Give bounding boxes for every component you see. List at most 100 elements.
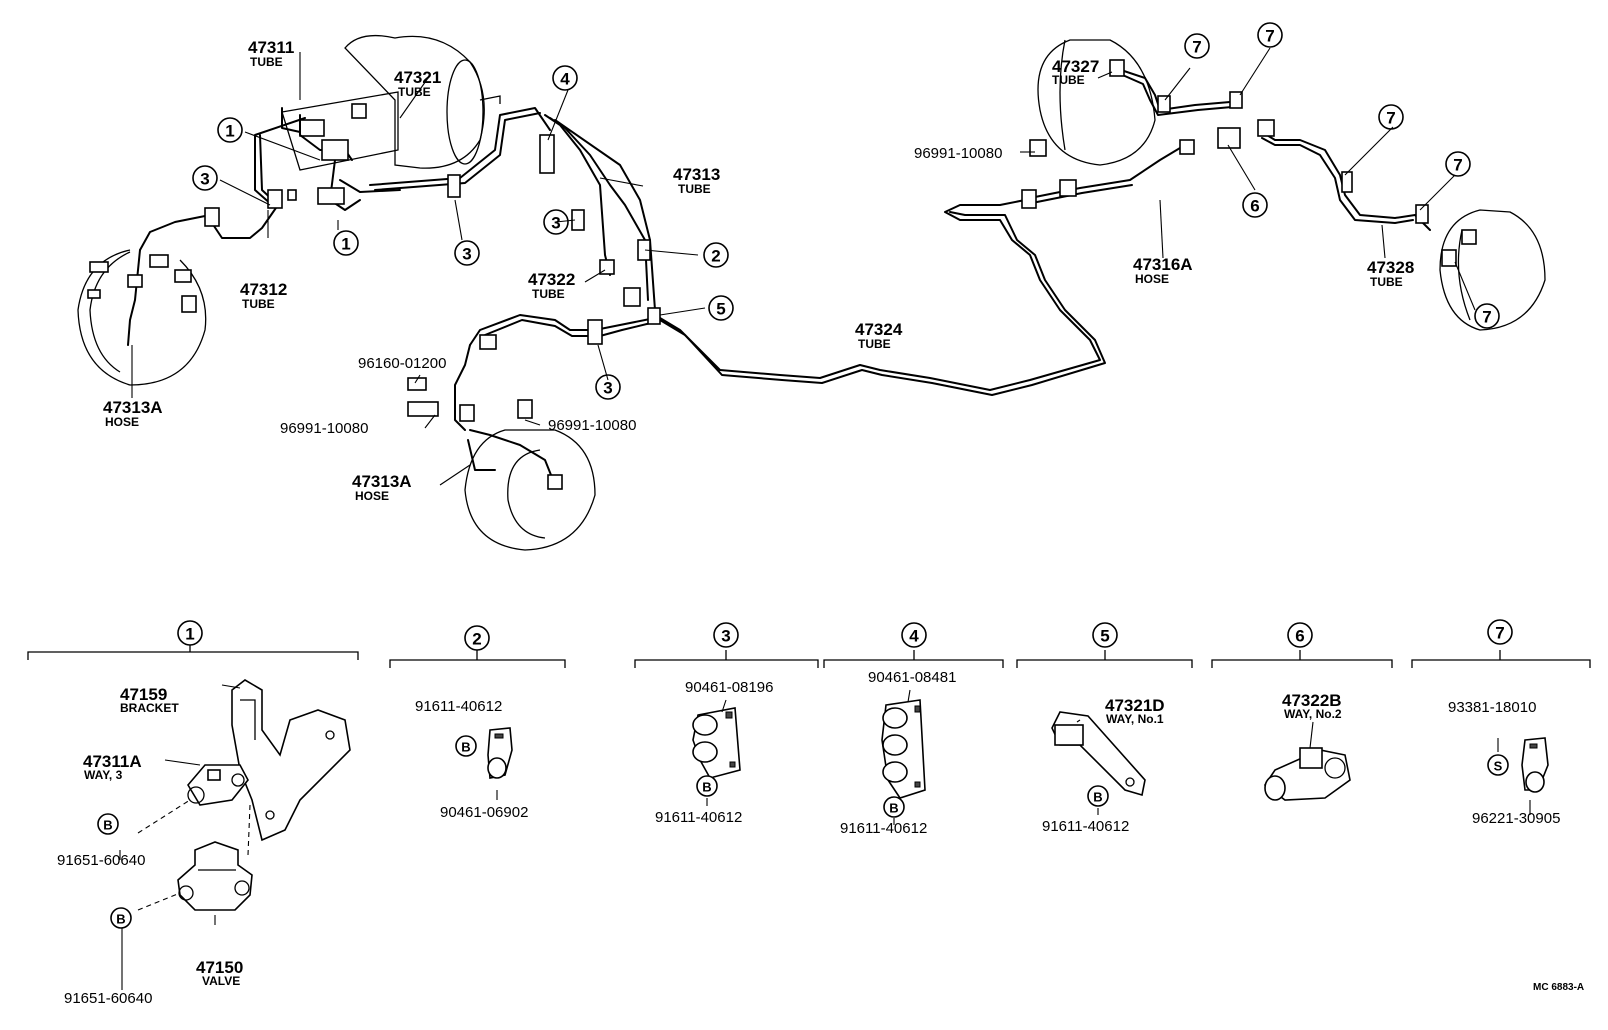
detail-1-way-label: WAY, 3	[84, 768, 123, 782]
label-47311: 47311	[248, 38, 294, 57]
callout-7-right-lower-ring	[1474, 303, 1500, 329]
callout-7-right-upper-number: 7	[1386, 109, 1395, 128]
detail-7-s: S	[1494, 759, 1503, 774]
callout-3-lower: 3	[595, 374, 621, 400]
detail-5-header-ring	[1092, 622, 1118, 648]
label-47328: 47328	[1367, 258, 1414, 277]
tube-runs-center	[454, 199, 1106, 431]
label-47327-sub: TUBE	[1052, 73, 1085, 87]
detail-4-header-number: 4	[909, 627, 919, 646]
detail-3-header-ring	[713, 622, 739, 648]
label-47313A-left-sub: HOSE	[105, 415, 139, 429]
detail-1-bolt-2-b: B	[116, 912, 125, 927]
callout-2-number: 2	[711, 247, 720, 266]
detail-7-header-ring	[1487, 619, 1513, 645]
callout-1-upper-ring	[217, 117, 243, 143]
label-96160-01200: 96160-01200	[358, 355, 446, 372]
detail-2-b: B	[461, 740, 470, 755]
detail-1-bolt-1-b-ring	[97, 813, 119, 835]
detail-6-way-drawing	[1263, 747, 1351, 801]
detail-4-b: B	[889, 801, 898, 816]
callout-7-top-right-ring	[1257, 22, 1283, 48]
detail-6-header-ring	[1287, 622, 1313, 648]
label-47316A: 47316A	[1133, 255, 1193, 274]
callout-1-lower: 1	[333, 230, 359, 256]
detail-1-way-drawing	[187, 764, 249, 806]
label-96991-10080-left: 96991-10080	[280, 420, 368, 437]
detail-1-bolt-2-number: 91651-60640	[64, 990, 152, 1007]
callout-2: 2	[703, 242, 729, 268]
leader-lines	[131, 47, 1476, 486]
callout-3-lower-number: 3	[603, 379, 612, 398]
callout-7-right-lower: 7	[1474, 303, 1500, 329]
callout-3-left: 3	[192, 165, 218, 191]
callout-3-center-number: 3	[551, 214, 560, 233]
detail-1-bracket-label: BRACKET	[120, 701, 179, 715]
detail-6-header-number: 6	[1295, 627, 1304, 646]
label-96991-10080-top: 96991-10080	[914, 145, 1002, 162]
detail-1-valve-number: 47150	[196, 958, 243, 977]
detail-5-header: 5	[1092, 622, 1118, 648]
callout-3-booster-number: 3	[462, 245, 471, 264]
label-47324-sub: TUBE	[858, 337, 891, 351]
detail-7-s-ring	[1487, 754, 1509, 776]
detail-3-b-ring	[696, 775, 718, 797]
detail-1-bolt-1-b: B	[103, 818, 112, 833]
detail-5-b-ring	[1087, 785, 1109, 807]
detail-5-b: B	[1093, 790, 1102, 805]
detail-4-bottom-number: 91611-40612	[840, 820, 927, 837]
callout-3-booster: 3	[454, 240, 480, 266]
detail-6-header: 6	[1287, 622, 1313, 648]
detail-5-way-drawing	[1051, 711, 1146, 797]
detail-2-bottom-number: 90461-06902	[440, 804, 528, 821]
callout-7-top-left: 7	[1184, 33, 1210, 59]
detail-3-bottom-number: 91611-40612	[655, 809, 742, 826]
label-47313A-mid: 47313A	[352, 472, 412, 491]
callout-7-right-mid-ring	[1445, 151, 1471, 177]
detail-2-top-number: 91611-40612	[415, 698, 502, 715]
detail-5-way-label: WAY, No.1	[1106, 712, 1164, 726]
callout-5-number: 5	[716, 300, 725, 319]
callout-7-right-lower-number: 7	[1482, 308, 1491, 327]
detail-3-clip-drawing	[692, 707, 741, 779]
callout-7-right-mid: 7	[1445, 151, 1471, 177]
callout-3-booster-ring	[454, 240, 480, 266]
detail-1-bolt-1-number: 91651-60640	[57, 852, 145, 869]
label-47322: 47322	[528, 270, 575, 289]
detail-3-b: B	[702, 780, 711, 795]
callout-1-lower-ring	[333, 230, 359, 256]
detail-1-way-number: 47311A	[83, 752, 142, 771]
label-47313: 47313	[673, 165, 720, 184]
detail-1-header-ring	[177, 620, 203, 646]
callout-4: 4	[552, 65, 578, 91]
detail-3-top-number: 90461-08196	[685, 679, 773, 696]
callout-6-ring	[1242, 192, 1268, 218]
label-47311-sub: TUBE	[250, 55, 283, 69]
callout-4-ring	[552, 65, 578, 91]
callout-3-lower-ring	[595, 374, 621, 400]
callout-6-number: 6	[1250, 197, 1259, 216]
detail-6-way-label: WAY, No.2	[1284, 707, 1342, 721]
brake-booster-drawing	[281, 34, 501, 171]
rear-right-drum-drawing	[1439, 209, 1546, 331]
callout-1-upper-number: 1	[225, 122, 234, 141]
label-47313A-mid-sub: HOSE	[355, 489, 389, 503]
label-47312: 47312	[240, 280, 287, 299]
callout-1-lower-number: 1	[341, 235, 350, 254]
callout-7-top-right: 7	[1257, 22, 1283, 48]
detail-1-header-number: 1	[185, 625, 194, 644]
detail-7-header-number: 7	[1495, 624, 1504, 643]
detail-2-header-ring	[464, 625, 490, 651]
detail-2-header: 2	[464, 625, 490, 651]
detail-1-valve-label: VALVE	[202, 974, 240, 988]
callout-7-top-left-ring	[1184, 33, 1210, 59]
footer-code: MC 6883-A	[1533, 982, 1584, 993]
label-47313A-left: 47313A	[103, 398, 163, 417]
detail-3-header: 3	[713, 622, 739, 648]
callout-7-right-mid-number: 7	[1453, 156, 1462, 175]
label-47321: 47321	[394, 68, 441, 87]
detail-5-way-number: 47321D	[1105, 696, 1165, 715]
callout-5: 5	[708, 295, 734, 321]
label-47312-sub: TUBE	[242, 297, 275, 311]
